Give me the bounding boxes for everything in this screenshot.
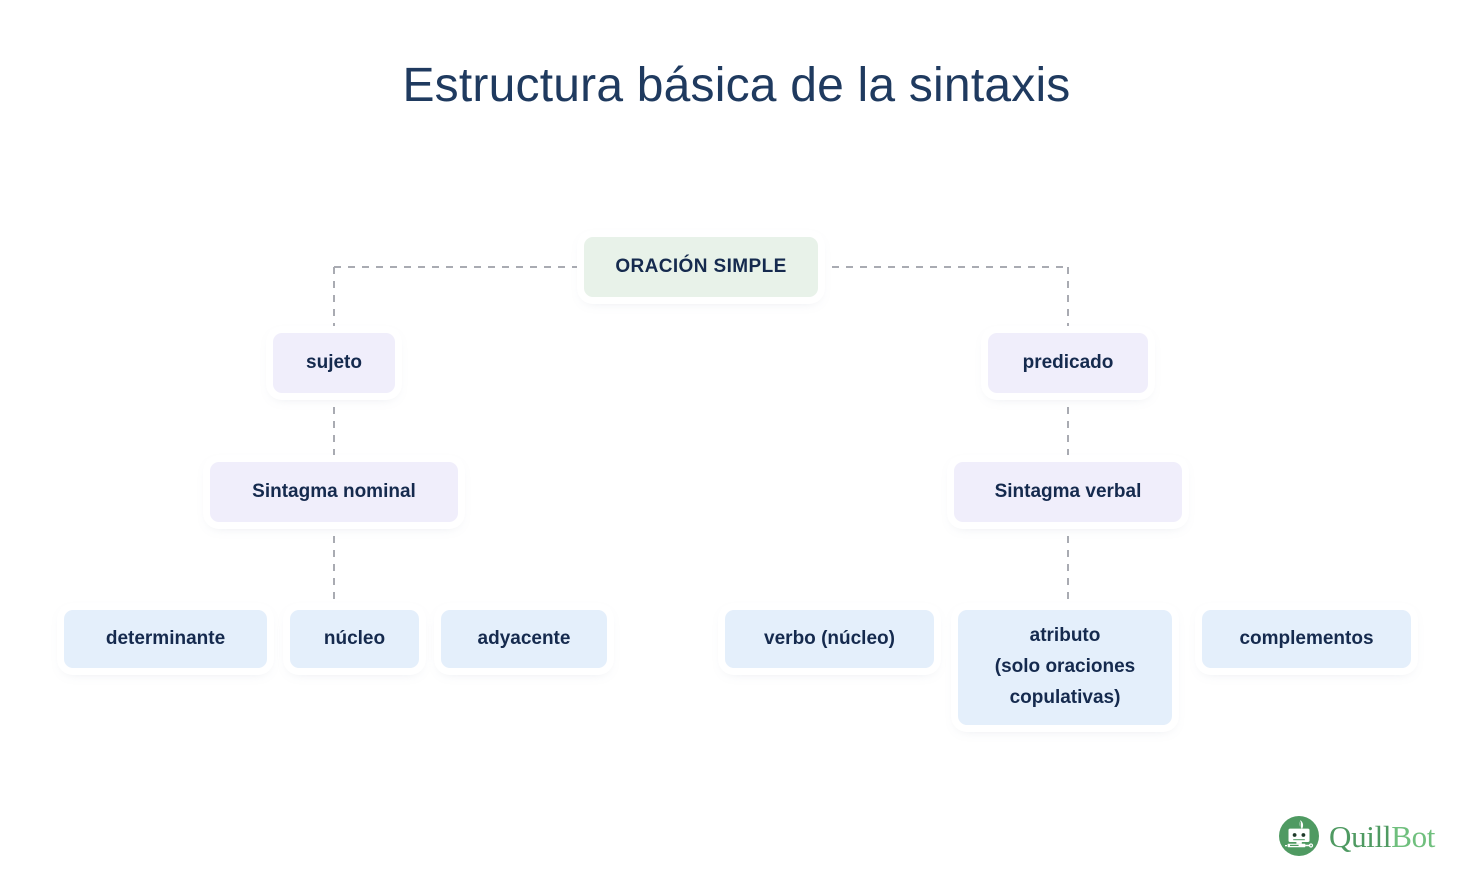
node-label: verbo (núcleo) — [764, 627, 895, 649]
node-label: determinante — [105, 627, 226, 649]
page-title: Estructura básica de la sintaxis — [402, 59, 1071, 112]
node-label: ORACIÓN SIMPLE — [615, 256, 787, 277]
quillbot-logo: QuillBot — [1278, 812, 1438, 860]
node-label: sujeto — [306, 352, 362, 373]
node-label: Sintagma verbal — [994, 481, 1142, 502]
quillbot-wordmark: QuillBot — [1329, 821, 1435, 852]
node-complementos[interactable]: complementos — [1202, 610, 1411, 668]
node-label: adyacente — [477, 627, 571, 649]
quillbot-robot-icon — [1279, 816, 1319, 856]
node-label-line-3: copulativas) — [1009, 686, 1121, 708]
node-atributo[interactable]: atributo (solo oraciones copulativas) — [958, 610, 1172, 725]
node-oracion-simple[interactable]: ORACIÓN SIMPLE — [584, 237, 818, 297]
quillbot-wordmark-bot: Bot — [1391, 818, 1436, 854]
node-sintagma-nominal[interactable]: Sintagma nominal — [210, 462, 458, 522]
node-verbo-nucleo[interactable]: verbo (núcleo) — [725, 610, 934, 668]
node-label: predicado — [1022, 352, 1114, 373]
node-determinante[interactable]: determinante — [64, 610, 267, 668]
node-label: Sintagma nominal — [252, 481, 416, 502]
node-predicado[interactable]: predicado — [988, 333, 1148, 393]
node-label: núcleo — [323, 627, 386, 649]
quillbot-wordmark-quill: Quill — [1329, 818, 1392, 854]
node-label-line-1: atributo — [1029, 625, 1101, 647]
node-label: complementos — [1239, 627, 1374, 649]
node-sintagma-verbal[interactable]: Sintagma verbal — [954, 462, 1182, 522]
node-sujeto[interactable]: sujeto — [273, 333, 395, 393]
node-adyacente[interactable]: adyacente — [441, 610, 607, 668]
node-label-line-2: (solo oraciones — [994, 656, 1136, 678]
node-nucleo[interactable]: núcleo — [290, 610, 419, 668]
